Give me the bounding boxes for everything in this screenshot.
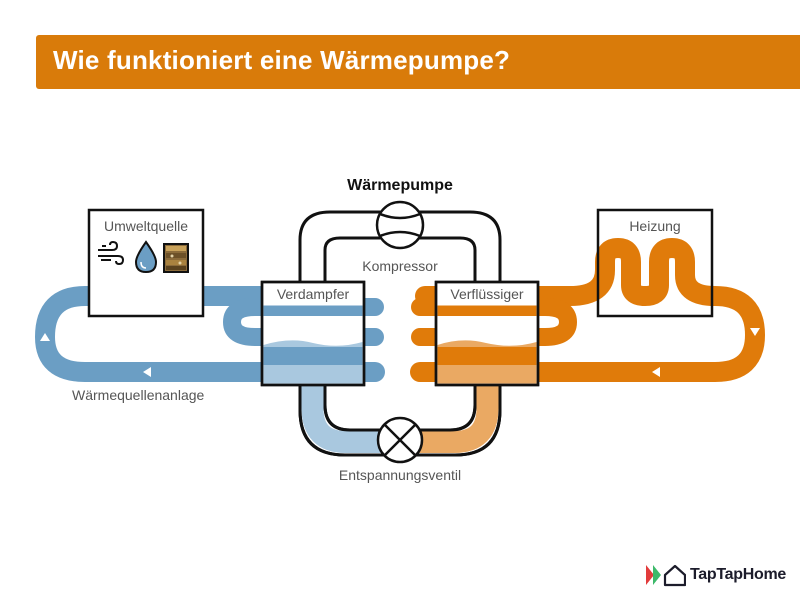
evaporator-label: Verdampfer xyxy=(277,286,350,302)
compressor-label: Kompressor xyxy=(362,258,438,274)
ground-icon xyxy=(163,243,189,273)
title-banner: Wie funktioniert eine Wärmepumpe? xyxy=(36,35,800,89)
page-title: Wie funktioniert eine Wärmepumpe? xyxy=(53,45,511,75)
condenser xyxy=(434,280,540,387)
source-system-label: Wärmequellenanlage xyxy=(72,387,205,403)
expansion-valve-icon xyxy=(376,416,424,464)
condenser-label: Verflüssiger xyxy=(450,286,523,302)
brand-logo: TapTapHome xyxy=(646,562,786,588)
heating-label: Heizung xyxy=(629,218,680,234)
arrow-left-icon xyxy=(143,367,151,377)
heating-box xyxy=(596,208,714,318)
water-drop-icon xyxy=(134,240,158,274)
arrow-down-icon xyxy=(750,328,760,336)
evaporator xyxy=(260,280,366,387)
heat-pump-label: Wärmepumpe xyxy=(347,177,453,194)
expansion-valve-label: Entspannungsventil xyxy=(339,467,461,483)
environment-label: Umweltquelle xyxy=(104,218,188,234)
compressor-icon xyxy=(375,200,425,250)
environment-source-box xyxy=(87,208,205,318)
wind-icon xyxy=(98,240,125,266)
brand-name: TapTapHome xyxy=(690,566,786,583)
arrow-left-icon xyxy=(652,367,660,377)
taptaphome-logo-icon xyxy=(646,564,686,587)
arrow-up-icon xyxy=(40,333,50,341)
